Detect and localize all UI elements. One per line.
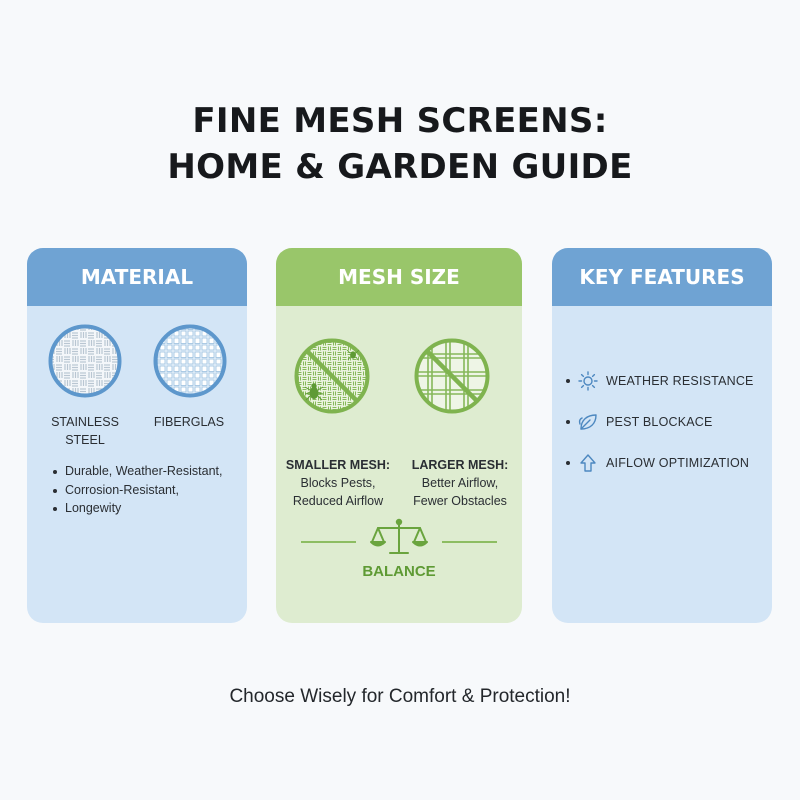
balance-label: BALANCE [362,563,436,580]
balance-divider-right [442,541,497,543]
title-line-1: FINE MESH SCREENS: [192,101,608,141]
feature-label: WEATHER RESISTANCE [606,374,754,388]
material-header: MATERIAL [27,248,247,306]
bullet-dot [566,461,570,465]
larger-mesh-line-2: Fewer Obstacles [413,494,507,508]
smaller-mesh-title: SMALLER MESH: [285,458,391,472]
list-item: Corrosion-Resistant, [51,481,222,500]
bullet-dot [566,420,570,424]
material-bullet-list: Durable, Weather-Resistant, Corrosion-Re… [51,462,222,518]
stainless-label-line-2: STEEL [65,433,105,447]
list-item: Longewity [51,499,222,518]
page-title: FINE MESH SCREENS: HOME & GARDEN GUIDE [0,98,800,190]
feature-item-weather: WEATHER RESISTANCE [566,371,754,391]
stainless-steel-label: STAINLESS STEEL [35,413,135,449]
footer-tagline: Choose Wisely for Comfort & Protection! [229,686,571,707]
key-features-card: KEY FEATURES WEATHER RESISTANCE PEST BLO… [552,248,772,623]
larger-mesh-icon [414,338,490,414]
material-card: MATERIAL [27,248,247,623]
mesh-size-card: MESH SIZE [276,248,522,623]
smaller-mesh-no-bugs-icon [294,338,370,414]
title-line-2: HOME & GARDEN GUIDE [167,147,633,187]
stainless-label-line-1: STAINLESS [51,415,119,429]
feature-item-airflow: AIFLOW OPTIMIZATION [566,453,749,473]
feature-label: PEST BLOCKACE [606,415,713,429]
larger-mesh-title: LARGER MESH: [411,458,509,472]
smaller-mesh-line-2: Reduced Airflow [292,494,384,508]
leaf-icon [578,414,597,430]
sun-icon [578,371,598,391]
balance-divider-left [301,541,356,543]
arrow-up-icon [580,454,596,472]
scales-icon [370,518,428,554]
larger-mesh-text: LARGER MESH: Better Airflow, Fewer Obsta… [402,456,518,510]
mesh-size-header: MESH SIZE [276,248,522,306]
bullet-dot [566,379,570,383]
larger-mesh-line-1: Better Airflow, [421,476,499,490]
fiberglass-label: FIBERGLAS [153,415,225,429]
feature-item-pest: PEST BLOCKACE [566,412,713,432]
fiberglass-weave-icon [153,324,227,398]
key-features-header: KEY FEATURES [552,248,772,306]
stainless-weave-icon [48,324,122,398]
smaller-mesh-line-1: Blocks Pests, [300,476,376,490]
smaller-mesh-text: SMALLER MESH: Blocks Pests, Reduced Airf… [280,456,396,510]
list-item: Durable, Weather-Resistant, [51,462,222,481]
feature-label: AIFLOW OPTIMIZATION [606,456,750,470]
